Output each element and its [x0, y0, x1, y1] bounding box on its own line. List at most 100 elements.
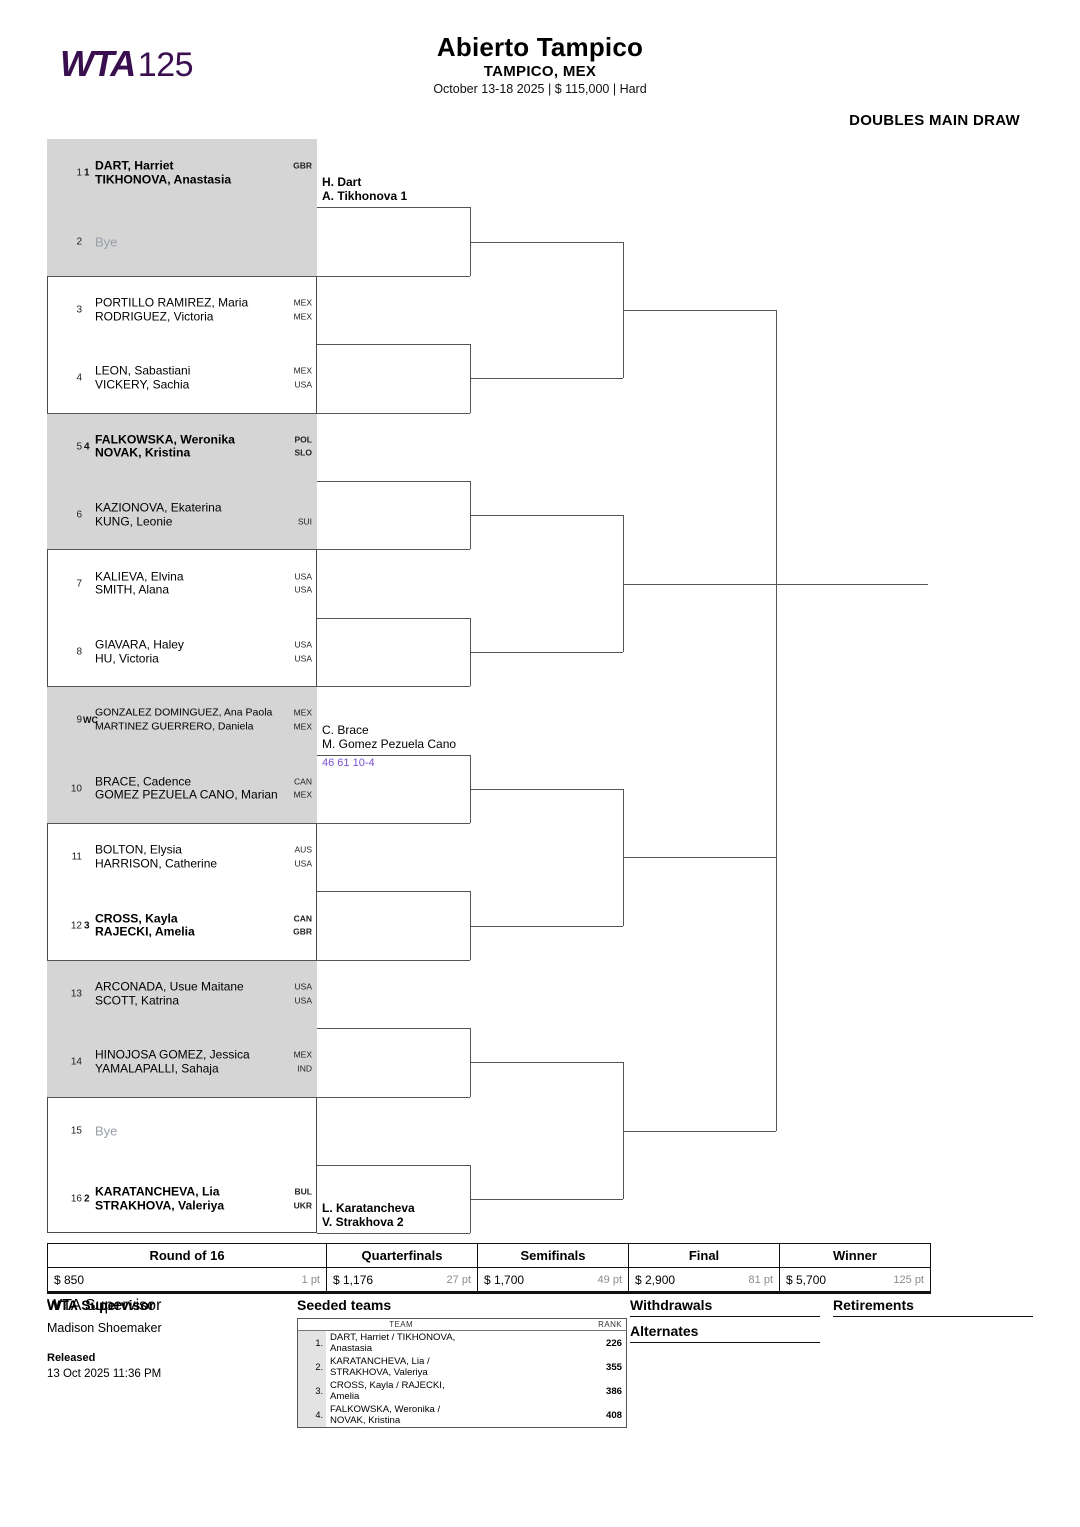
player-name-1: GONZALEZ DOMINGUEZ, Ana Paola	[95, 706, 273, 719]
shaded-pair-band	[47, 686, 317, 823]
wta-tier-125: 125	[137, 46, 194, 84]
qf-bracket-top	[470, 241, 623, 243]
entry-seed-number: 1	[84, 167, 90, 179]
match-separator	[47, 412, 317, 414]
country-code-2: SUI	[297, 516, 312, 527]
qf-bracket-top	[470, 788, 623, 790]
country-code-1: AUS	[294, 844, 312, 855]
entry-position-number: 5	[76, 441, 82, 453]
seed-team-name: FALKOWSKA, Weronika / NOVAK, Kristina	[330, 1404, 441, 1426]
country-code-2: USA	[294, 584, 312, 595]
country-code-2: USA	[294, 994, 312, 1005]
country-code-1: CAN	[294, 776, 312, 787]
seeded-team-row[interactable]: 2.KARATANCHEVA, Lia / STRAKHOVA, Valeriy…	[297, 1355, 627, 1379]
player-name-1: BRACE, Cadence	[95, 774, 192, 789]
player-name-1: GIAVARA, Haley	[95, 637, 184, 652]
seed-rank: 226	[605, 1337, 622, 1349]
country-code-2: MEX	[293, 310, 312, 321]
player-name-2: TIKHONOVA, Anastasia	[95, 172, 232, 187]
prize-money: $ 2,900	[635, 1272, 676, 1287]
winner-player-1: C. Brace	[322, 722, 369, 737]
player-name-2: KUNG, Leonie	[95, 514, 173, 529]
winner-player-2: M. Gomez Pezuela Cano	[322, 736, 457, 751]
r16-bracket-bottom	[317, 549, 470, 551]
seed-rank: 408	[605, 1409, 622, 1421]
final-bracket-right	[776, 446, 777, 994]
r16-bracket-bottom	[317, 1096, 470, 1098]
sf-bracket-right	[776, 857, 777, 1131]
player-name-2: NOVAK, Kristina	[95, 445, 191, 460]
entry-position-number: 7	[76, 578, 82, 590]
released-value: 13 Oct 2025 11:36 PM	[47, 1368, 162, 1380]
country-code-1: MEX	[293, 297, 312, 308]
player-name-2: VICKERY, Sachia	[95, 377, 190, 392]
match-score: 46 61 10-4	[322, 756, 375, 769]
entry-seed-number: 3	[84, 920, 90, 932]
wta-125-logo: WTA125	[60, 42, 210, 86]
alternates-heading: Alternates	[630, 1323, 820, 1343]
wta-wordmark: WTA	[60, 43, 136, 84]
entry-position-number: 4	[76, 372, 82, 384]
country-code-2: USA	[294, 652, 312, 663]
prize-round-header: Winner	[779, 1243, 931, 1268]
seeded-teams-table: TEAM RANK 1.DART, Harriet / TIKHONOVA, A…	[297, 1318, 627, 1428]
player-name-1: KAZIONOVA, Ekaterina	[95, 500, 222, 515]
seed-team-name: CROSS, Kayla / RAJECKI, Amelia	[330, 1380, 445, 1402]
player-name-2: GOMEZ PEZUELA CANO, Marian	[95, 787, 278, 802]
entry-position-number: 12	[70, 920, 82, 932]
bye-label: Bye	[95, 234, 118, 250]
r16-bracket-top	[317, 344, 470, 346]
r16-bracket-right	[470, 617, 471, 687]
prize-money: $ 5,700	[786, 1272, 827, 1287]
entry-position-number: 8	[76, 646, 82, 658]
entry-position-number: 10	[70, 783, 82, 795]
shaded-pair-band	[47, 412, 317, 550]
player-name-1: ARCONADA, Usue Maitane	[95, 979, 244, 994]
draw-type-heading: DOUBLES MAIN DRAW	[849, 112, 1020, 129]
country-code-1: USA	[294, 639, 312, 650]
prize-points: 1 pt	[301, 1273, 320, 1286]
supervisor-name: Madison Shoemaker	[47, 1321, 162, 1335]
prize-round-header: Final	[628, 1243, 780, 1268]
entry-position-number: 3	[76, 304, 82, 316]
country-code-2: SLO	[294, 447, 312, 458]
seeded-idx-header	[297, 1318, 326, 1331]
withdrawals-heading: Withdrawals	[630, 1297, 820, 1317]
prize-money: $ 1,176	[333, 1272, 374, 1287]
r16-bracket-bottom	[317, 275, 470, 277]
player-name-2: RAJECKI, Amelia	[95, 924, 195, 939]
country-code-2: USA	[294, 858, 312, 869]
country-code-2: MEX	[293, 721, 312, 732]
r16-bracket-bottom	[317, 412, 470, 414]
